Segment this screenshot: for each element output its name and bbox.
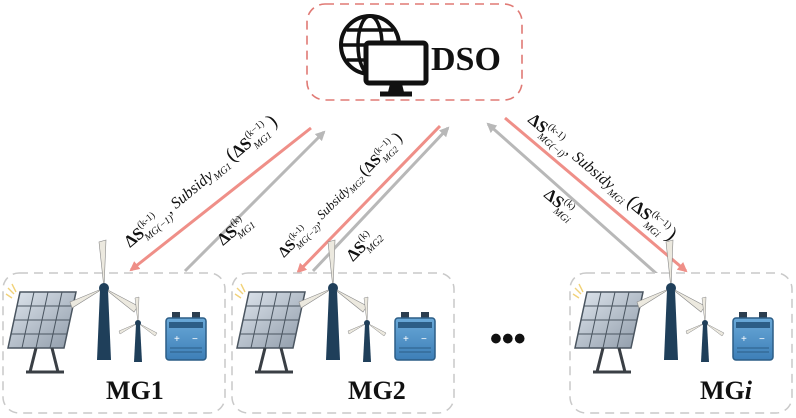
dso-node: DSO <box>306 3 523 101</box>
signal-label-mg1-up: ΔS(k)MG1 <box>213 209 258 253</box>
signal-label-mgi-up: ΔS(k)MGi <box>537 184 581 227</box>
microgrid-node-mg2: MG2 <box>231 239 455 414</box>
signal-label-mg1-down: ΔS(k-1)MG(−1),SubsidyMG1(ΔS(k−1)MG1) <box>119 110 284 254</box>
battery-icon <box>732 311 774 361</box>
microgrid-node-mg1: MG1 <box>2 239 226 414</box>
signal-label-mgi-down: ΔS(k-1)MG(−i),SubsidyMGi(ΔS(k−1)MGi) <box>521 108 681 248</box>
dso-label: DSO <box>431 41 501 78</box>
downlink-arrow-mgi <box>504 116 688 273</box>
battery-icon <box>394 311 436 361</box>
mg1-label: MG1 <box>106 376 164 405</box>
mgi-label: MGi <box>700 376 753 405</box>
mg2-label: MG2 <box>348 376 406 405</box>
microgrid-node-mgi: MGi <box>569 239 793 414</box>
downlink-arrow-mg2 <box>296 124 442 274</box>
uplink-arrow-mg2 <box>311 126 450 273</box>
globe-monitor-icon <box>339 14 429 97</box>
uplink-arrow-mgi <box>486 122 659 277</box>
ellipsis: ••• <box>490 320 526 358</box>
signal-label-mg2-up: ΔS(k)MG2 <box>342 224 387 269</box>
downlink-arrow-mg1 <box>129 126 312 272</box>
uplink-arrow-mg1 <box>183 130 326 273</box>
battery-icon <box>165 311 207 361</box>
